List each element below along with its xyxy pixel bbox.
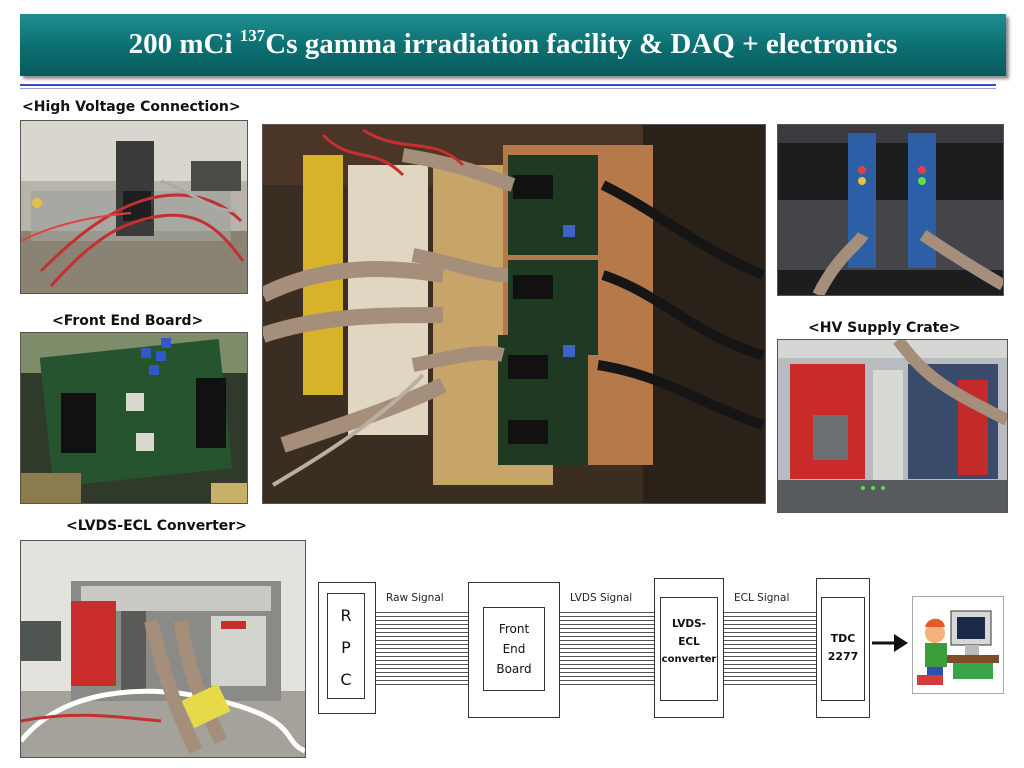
title-underline <box>20 84 996 86</box>
converter-inner-box: LVDS- ECL converter <box>660 597 718 701</box>
caption-lvds-ecl-converter: <LVDS-ECL Converter> <box>66 518 247 534</box>
page-title: 200 mCi 137Cs gamma irradiation facility… <box>128 26 898 60</box>
tdc-inner-box: TDC 2277 <box>821 597 865 701</box>
photo-lvds-ecl-converter <box>20 540 306 758</box>
tdc-label: 2277 <box>827 650 859 663</box>
computer-operator-icon <box>912 596 1004 694</box>
front-end-board-label: Front <box>498 622 530 636</box>
photo-front-end-board <box>20 332 248 504</box>
tdc-block: TDC 2277 <box>816 578 870 718</box>
caption-hv-supply-crate: <HV Supply Crate> <box>808 320 961 336</box>
tdc-label: TDC <box>830 632 856 645</box>
front-end-board-label: End <box>502 642 526 656</box>
caption-front-end-board: <Front End Board> <box>52 313 204 329</box>
lvds-signal-bus <box>560 612 654 688</box>
converter-label: converter <box>661 654 717 665</box>
raw-signal-bus <box>376 612 468 688</box>
rpc-letter: P <box>341 638 351 657</box>
photo-high-voltage-connection <box>20 120 248 294</box>
lvds-signal-label: LVDS Signal <box>570 592 633 604</box>
rpc-inner-box: R P C <box>327 593 365 699</box>
daq-block-diagram: Raw Signal LVDS Signal ECL Signal R P C … <box>318 578 1004 720</box>
converter-label: ECL <box>678 636 700 648</box>
raw-signal-label: Raw Signal <box>386 592 444 604</box>
arrow-right-icon <box>872 634 908 652</box>
rpc-block: R P C <box>318 582 376 714</box>
title-banner: 200 mCi 137Cs gamma irradiation facility… <box>20 14 1006 76</box>
rpc-letter: C <box>340 670 352 689</box>
front-end-board-block: Front End Board <box>468 582 560 718</box>
photo-tdc-modules <box>777 124 1004 296</box>
front-end-board-label: Board <box>496 662 532 676</box>
photo-hv-supply-crate <box>777 339 1008 513</box>
front-end-board-inner-box: Front End Board <box>483 607 545 691</box>
title-underline-thin <box>20 88 996 89</box>
photo-rpc-front-end-setup <box>262 124 766 504</box>
converter-label: LVDS- <box>671 618 706 630</box>
ecl-signal-label: ECL Signal <box>734 592 790 604</box>
ecl-signal-bus <box>724 612 816 688</box>
rpc-letter: R <box>340 606 352 625</box>
caption-high-voltage-connection: <High Voltage Connection> <box>22 99 241 115</box>
lvds-ecl-converter-block: LVDS- ECL converter <box>654 578 724 718</box>
